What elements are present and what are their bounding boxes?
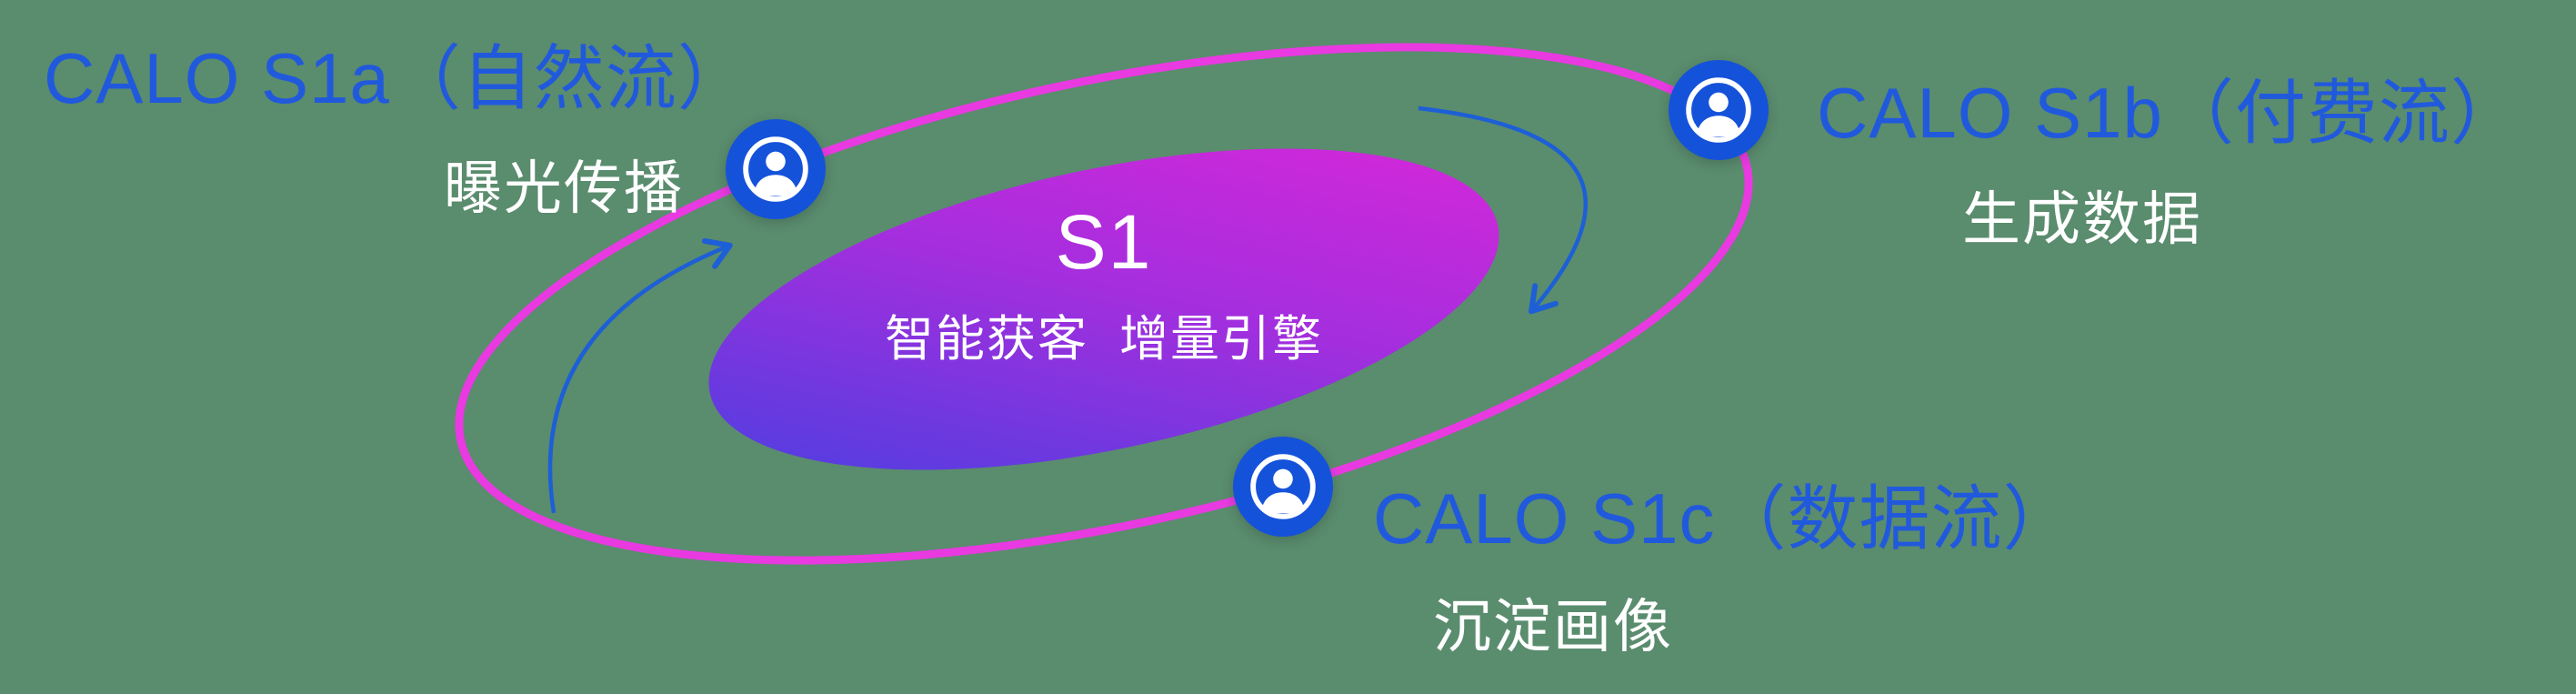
person-circle-icon bbox=[743, 136, 808, 202]
person-circle-icon bbox=[1686, 77, 1751, 143]
s1a-subtitle-label: 曝光传播 bbox=[444, 156, 684, 221]
s1c-title-label: CALO S1c（数据流） bbox=[1373, 478, 2075, 558]
s1a-title-label: CALO S1a（自然流） bbox=[44, 38, 749, 118]
s1c-subtitle-label: 沉淀画像 bbox=[1433, 594, 1673, 659]
s1b-title-label: CALO S1b（付费流） bbox=[1817, 73, 2522, 153]
s1b-node bbox=[1669, 60, 1769, 160]
s1a-node bbox=[726, 119, 826, 219]
core-text-block: S1 智能获客 增量引擎 bbox=[831, 204, 1377, 370]
s1c-node bbox=[1233, 437, 1333, 537]
orbit-ring bbox=[455, 43, 1753, 565]
curved-arrow-left bbox=[547, 237, 733, 514]
core-subtitle: 智能获客 增量引擎 bbox=[884, 312, 1323, 367]
curved-arrow-right bbox=[1418, 106, 1589, 315]
s1b-subtitle-label: 生成数据 bbox=[1962, 186, 2202, 252]
person-circle-icon bbox=[1250, 454, 1316, 519]
core-ellipse bbox=[708, 148, 1499, 470]
core-title: S1 bbox=[1055, 199, 1153, 285]
